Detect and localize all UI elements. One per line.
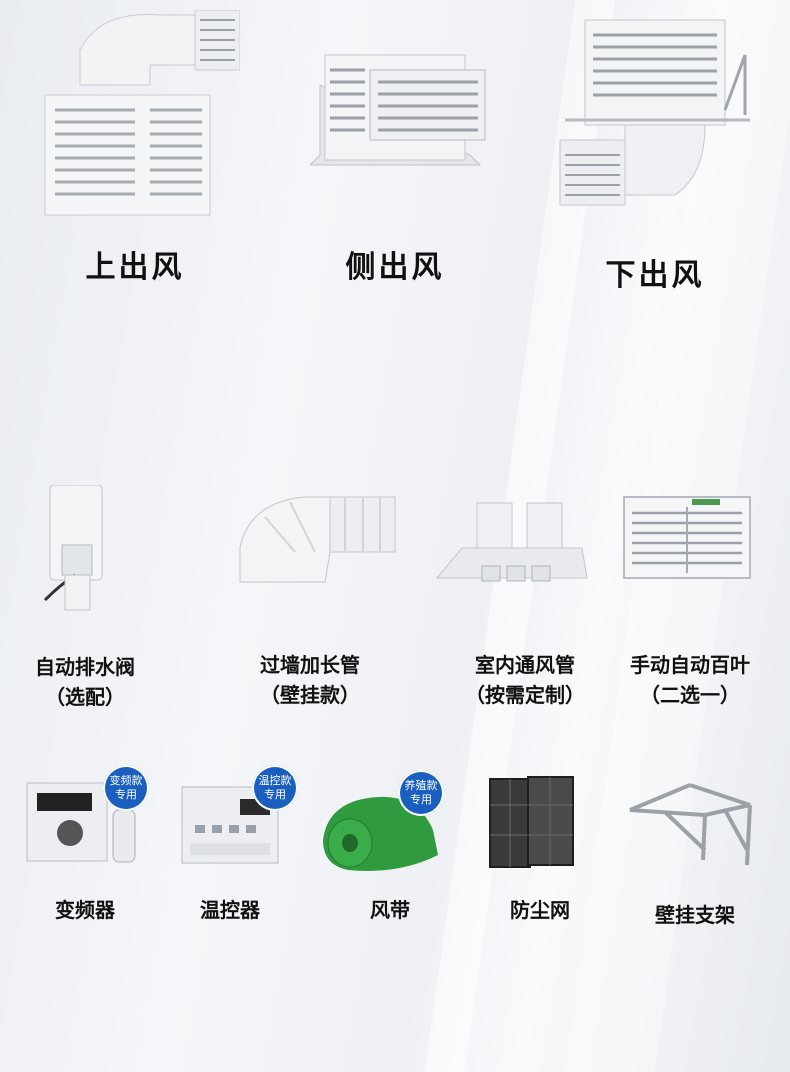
inverter-label: 变频器 xyxy=(55,898,115,922)
wall-extension-pipe-label: 过墙加长管 （壁挂款） xyxy=(230,650,390,710)
indoor-duct-image xyxy=(432,498,592,593)
drain-valve-label: 自动排水阀 （选配） xyxy=(10,652,160,712)
thermostat-badge-line2: 专用 xyxy=(264,788,286,801)
outlet-label-top: 上出风 xyxy=(85,250,185,285)
thermostat-badge: 温控款 专用 xyxy=(252,765,298,811)
thermostat-image xyxy=(180,785,280,865)
wall-extension-pipe-note: （壁挂款） xyxy=(260,683,360,707)
thermostat-badge-line1: 温控款 xyxy=(258,774,292,787)
bottom-outlet-cooler-image xyxy=(555,15,755,215)
louver-shutter-image xyxy=(622,495,752,580)
drain-valve-note: （选配） xyxy=(45,685,125,709)
wind-band-image xyxy=(318,785,443,875)
louver-shutter-label: 手动自动百叶 （二选一） xyxy=(605,650,775,710)
wall-bracket-label: 壁挂支架 xyxy=(655,903,735,927)
drain-valve-image xyxy=(40,485,120,615)
indoor-duct-label: 室内通风管 （按需定制） xyxy=(445,650,605,710)
inverter-badge-line2: 专用 xyxy=(115,788,137,801)
wind-band-badge-line2: 专用 xyxy=(410,793,432,806)
outlet-label-side: 侧出风 xyxy=(345,250,445,285)
thermostat-label: 温控器 xyxy=(200,898,260,922)
wind-band-badge: 养殖款 专用 xyxy=(398,770,444,816)
louver-shutter-name: 手动自动百叶 xyxy=(630,653,750,677)
wall-extension-pipe-image xyxy=(235,492,405,592)
top-outlet-cooler-image xyxy=(40,10,240,220)
louver-shutter-note: （二选一） xyxy=(640,683,740,707)
inverter-badge: 变频款 专用 xyxy=(103,765,149,811)
wall-bracket-image xyxy=(625,780,755,870)
wall-extension-pipe-name: 过墙加长管 xyxy=(260,653,360,677)
wind-band-badge-line1: 养殖款 xyxy=(404,779,438,792)
wind-band-label: 风带 xyxy=(370,898,410,922)
dust-screen-label: 防尘网 xyxy=(510,898,570,922)
indoor-duct-note: （按需定制） xyxy=(465,683,585,707)
indoor-duct-name: 室内通风管 xyxy=(475,653,575,677)
drain-valve-name: 自动排水阀 xyxy=(35,655,135,679)
outlet-label-bottom: 下出风 xyxy=(605,258,705,293)
dust-screen-image xyxy=(488,775,578,870)
inverter-image xyxy=(25,775,140,865)
side-outlet-cooler-image xyxy=(310,45,490,175)
inverter-badge-line1: 变频款 xyxy=(109,774,143,787)
